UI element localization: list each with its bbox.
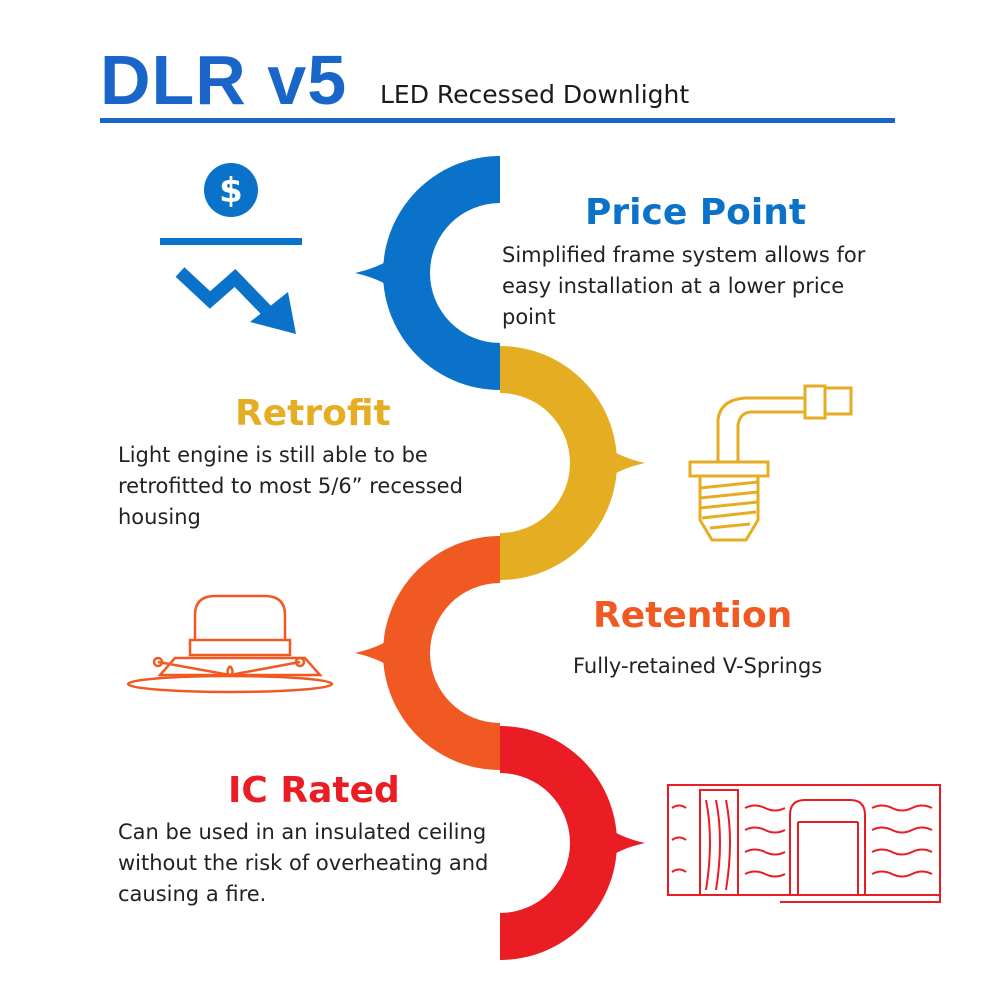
socket-adapter-icon [688, 384, 853, 542]
page-title: DLR v5 [100, 41, 348, 119]
retention-heading: Retention [593, 595, 793, 636]
curve-pointer [587, 415, 645, 511]
price-point-text: Simplified frame system allows for easy … [502, 243, 866, 329]
downlight-springs-icon [126, 594, 334, 694]
curve-segment-retrofit [500, 346, 617, 580]
retrofit-text: Light engine is still able to be retrofi… [118, 443, 463, 529]
curve-pointer [587, 795, 645, 891]
retrofit-heading: Retrofit [235, 393, 391, 434]
retention-text: Fully-retained V-Springs [573, 654, 823, 678]
title-divider [100, 118, 895, 123]
curve-pointer [355, 605, 413, 701]
insulated-ceiling-icon [667, 784, 941, 903]
price-point-heading: Price Point [585, 192, 807, 233]
page-subtitle: LED Recessed Downlight [380, 80, 690, 109]
curve-segment-ic-rated [500, 726, 617, 960]
price-drop-icon: $ [160, 163, 302, 334]
curve-segment-retention [383, 536, 500, 770]
curve-segment-price-point [383, 156, 500, 390]
ic-rated-text: Can be used in an insulated ceiling with… [118, 820, 489, 906]
curve-pointer [355, 225, 413, 321]
ic-rated-heading: IC Rated [228, 770, 400, 811]
svg-text:$: $ [219, 171, 243, 211]
